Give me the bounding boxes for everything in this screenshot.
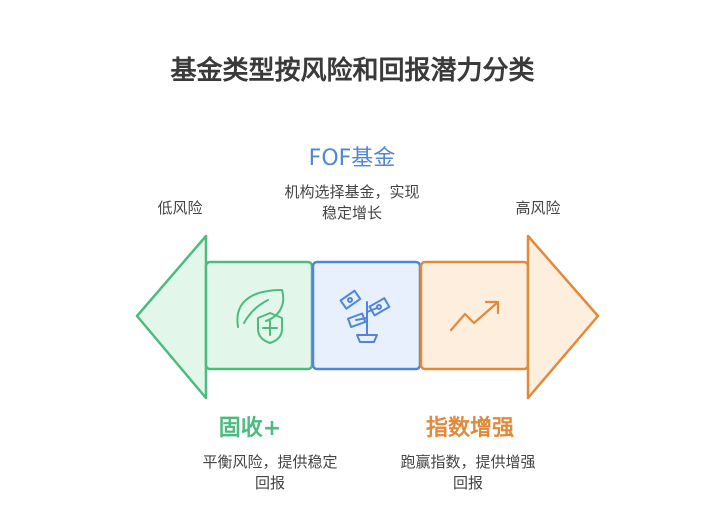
high-risk-arrow-head [526,234,600,400]
gushou-heading: 固收+ [218,416,282,441]
gushou-description-line: 回报 [254,474,285,492]
gushou-segment [204,260,314,371]
zhishu-segment [419,260,530,371]
low-risk-label: 低风险 [157,199,203,217]
money-plant-icon [339,289,391,343]
fof-description-line: 机构选择基金，实现 [284,183,420,201]
zhishu-heading: 指数增强 [425,416,514,441]
zhishu-description: 跑赢指数，提供增强 回报 [378,452,558,494]
zhishu-description-line: 跑赢指数，提供增强 [400,453,536,471]
high-risk-label: 高风险 [515,199,561,217]
gushou-description-line: 平衡风险，提供稳定 [202,453,338,471]
gushou-description: 平衡风险，提供稳定 回报 [180,452,360,494]
zhishu-description-line: 回报 [452,474,483,492]
trend-up-icon [449,300,500,332]
fof-description: 机构选择基金，实现 稳定增长 [262,182,442,224]
leaf-shield-icon [236,289,285,344]
page-title: 基金类型按风险和回报潜力分类 [170,56,535,86]
fof-heading: FOF基金 [308,146,396,171]
low-risk-arrow-head [135,234,208,400]
fof-description-line: 稳定增长 [321,204,382,222]
